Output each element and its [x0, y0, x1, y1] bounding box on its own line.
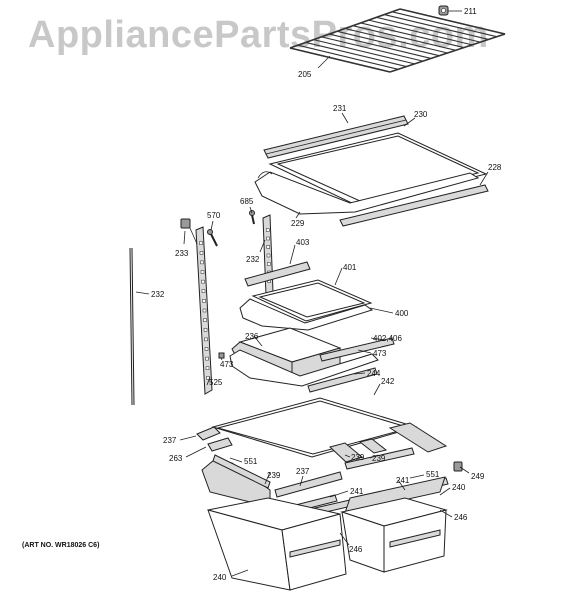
shelf-support-rod: [129, 247, 135, 406]
shelf-rail-part: [339, 184, 489, 227]
callout-230: 230: [414, 110, 428, 119]
glass-shelf-part: [251, 279, 373, 322]
callout-229: 229: [291, 219, 305, 228]
callout-249: 249: [471, 472, 485, 481]
shelf-frame-part: [254, 171, 480, 215]
center-divider-part: [329, 438, 388, 463]
crisper-cover-part: [211, 397, 418, 458]
shelf-trim-part: [263, 115, 409, 159]
callout-473-left: 473: [220, 360, 234, 369]
shelf-ladder-center: [262, 214, 274, 296]
callout-233: 233: [175, 249, 189, 258]
callout-551-left: 551: [244, 457, 258, 466]
callout-236: 236: [245, 332, 259, 341]
callout-263: 263: [169, 454, 183, 463]
callout-237-center: 237: [296, 467, 310, 476]
crisper-drawer-right: [340, 497, 448, 573]
callout-242: 242: [381, 377, 395, 386]
callout-244: 244: [367, 369, 381, 378]
pan-rail-part: [319, 337, 395, 362]
shelf-frame-part: [239, 298, 374, 331]
cover-rail-part: [388, 422, 448, 453]
leader-lines: [135, 10, 489, 577]
shelf-clip-part: [438, 5, 449, 16]
callout-labels: 211 205 231 230 228 685 570 229 233 403 …: [151, 7, 502, 582]
callout-239-center: 239: [351, 453, 365, 462]
screw-part: [249, 210, 255, 225]
drawer-track-part: [344, 476, 446, 514]
callout-232-left: 232: [151, 290, 165, 299]
bracket-clip-part: [180, 218, 191, 229]
pan-rail-part: [307, 367, 378, 393]
callout-473-right: 473: [373, 349, 387, 358]
callout-205: 205: [298, 70, 312, 79]
callout-402-406: 402,406: [373, 334, 402, 343]
callout-551-right: 551: [426, 470, 440, 479]
bracket-part: [453, 461, 463, 472]
callout-228: 228: [488, 163, 502, 172]
shelf-trim-part: [244, 261, 311, 287]
crisper-rail-part: [274, 471, 343, 498]
callout-239-right: 239: [372, 454, 386, 463]
callout-211: 211: [464, 7, 477, 16]
art-number-label: (ART NO. WR18026 C6): [22, 542, 100, 549]
callout-237-left: 237: [163, 436, 177, 445]
callout-525: 525: [209, 378, 223, 387]
callout-403: 403: [296, 238, 310, 247]
callout-401: 401: [343, 263, 357, 272]
screw-part: [207, 229, 218, 247]
crisper-rail-part: [212, 454, 271, 489]
small-clip-part: [218, 352, 225, 359]
callout-240-right: 240: [452, 483, 466, 492]
callout-241-right: 241: [396, 476, 410, 485]
shelf-ladder-left: [195, 226, 213, 395]
wire-shelf: [289, 8, 506, 73]
crisper-drawer-left: [207, 497, 347, 591]
callout-231: 231: [333, 104, 347, 113]
callout-685: 685: [240, 197, 254, 206]
pan-frame-part: [229, 349, 379, 387]
callout-570: 570: [207, 211, 221, 220]
callout-246-right: 246: [454, 513, 468, 522]
callout-240-left: 240: [213, 573, 227, 582]
cover-support-part: [196, 426, 233, 452]
callout-400: 400: [395, 309, 409, 318]
callout-246-left: 246: [349, 545, 363, 554]
callout-239-left: 239: [267, 471, 281, 480]
callout-241-left: 241: [350, 487, 364, 496]
callout-232-center: 232: [246, 255, 260, 264]
crisper-rail-part: [344, 447, 415, 470]
